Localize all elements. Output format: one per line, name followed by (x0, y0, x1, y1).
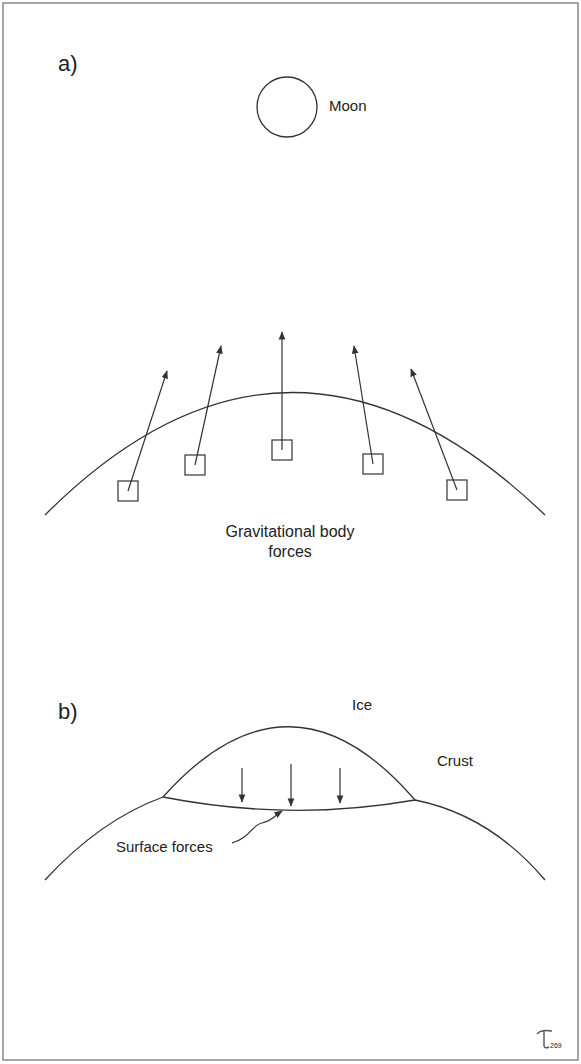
ice-sheet (163, 727, 415, 800)
leader-line (232, 811, 282, 843)
material-label: Crust (437, 752, 473, 771)
mass-elements (118, 440, 467, 501)
frame (3, 3, 578, 1060)
page-number: 269 (550, 1042, 562, 1051)
force-arrows (128, 332, 457, 491)
body-label: Moon (329, 97, 367, 116)
panel-letter: a) (58, 50, 78, 78)
force-label: Surface forces (116, 838, 213, 857)
crust-surface (45, 797, 545, 880)
load-arrows (242, 764, 340, 806)
moon-circle (257, 77, 317, 137)
logo-mark (537, 1030, 552, 1047)
material-label: Ice (352, 696, 372, 715)
earth-surface (45, 393, 545, 516)
caption-label: Gravitational body forces (225, 522, 355, 562)
panel-letter: b) (58, 698, 78, 726)
